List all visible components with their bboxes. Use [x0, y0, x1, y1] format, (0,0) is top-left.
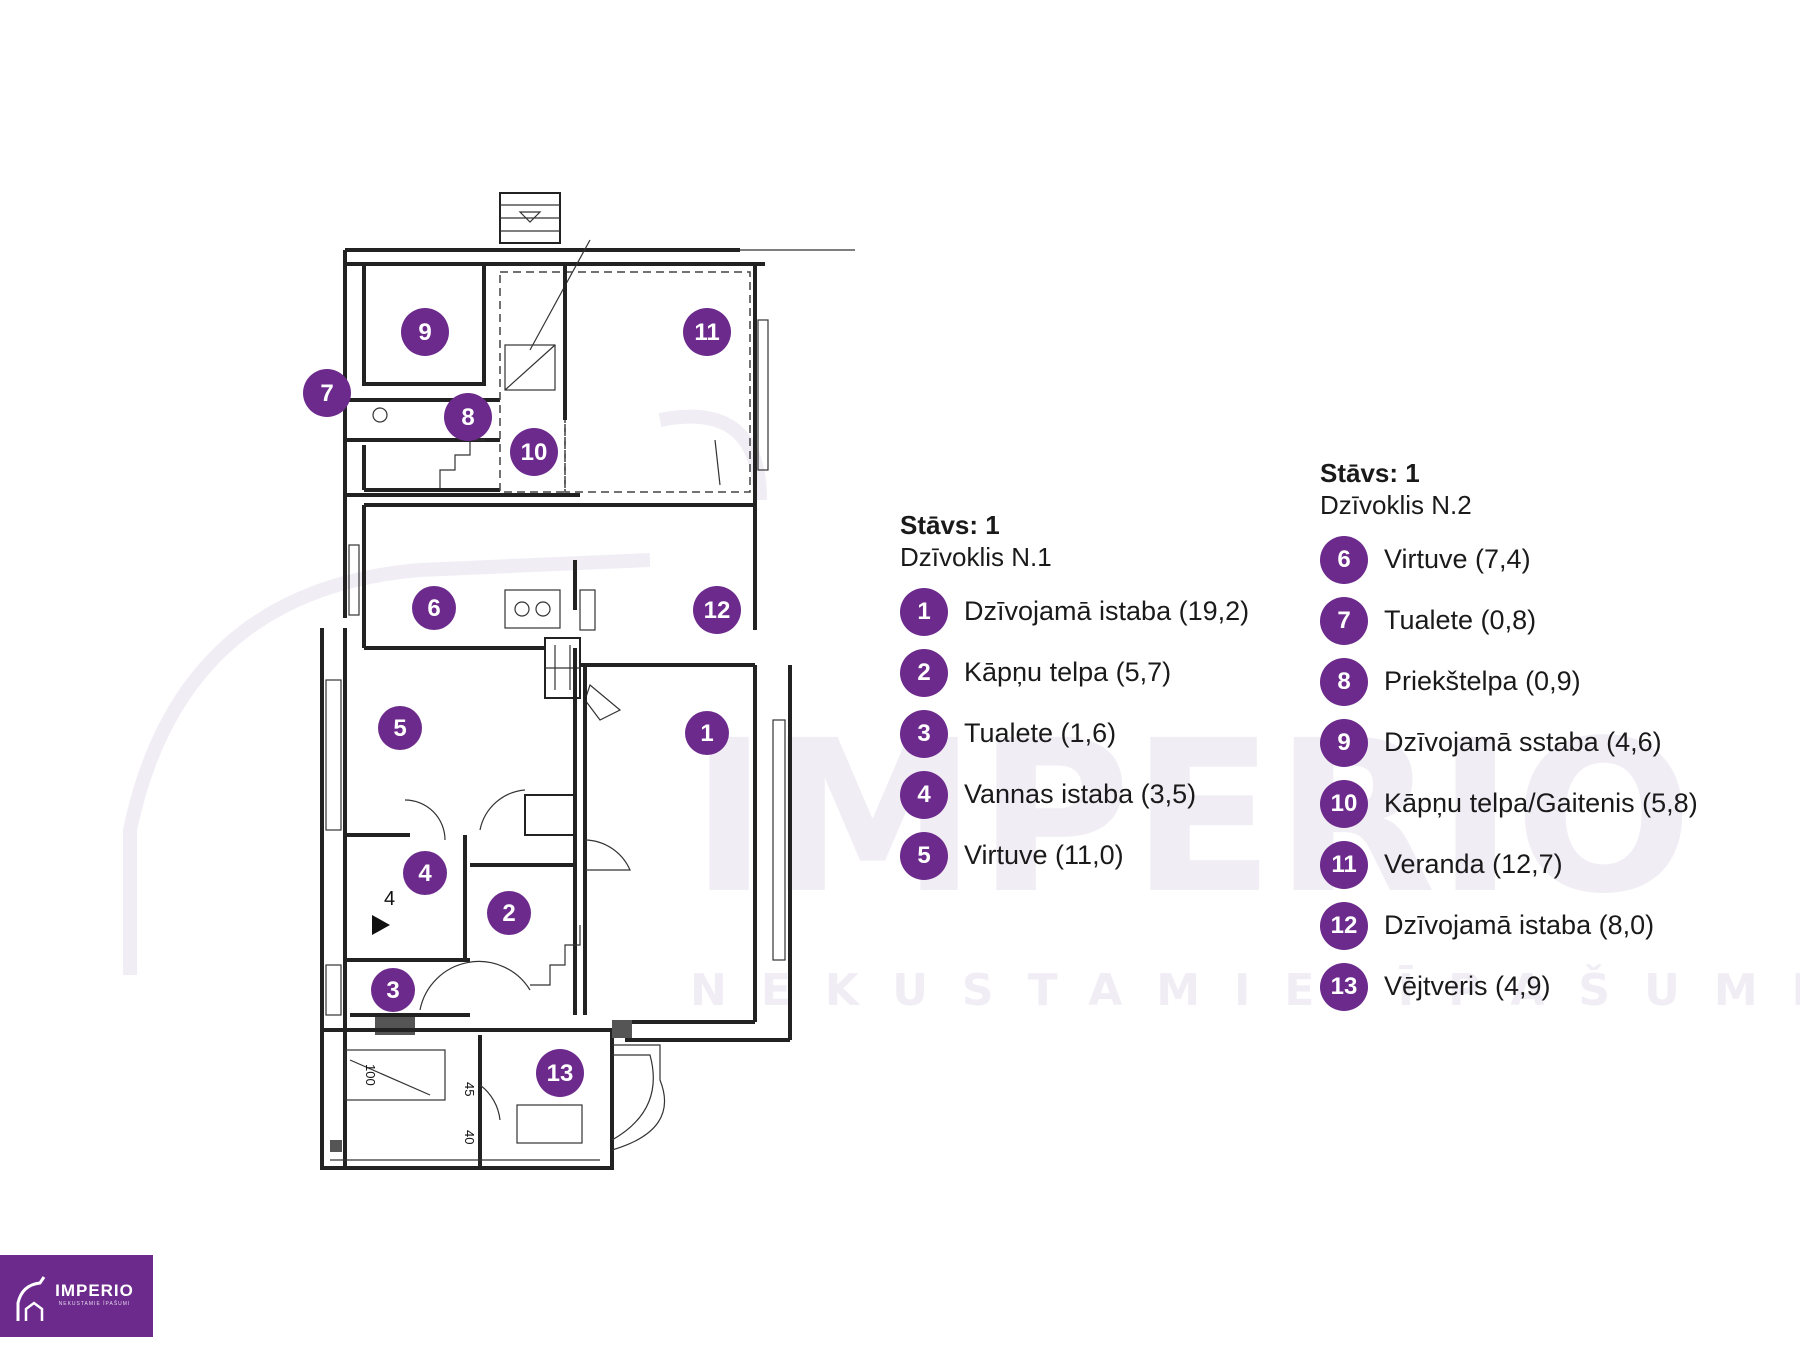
legend-item: 1 Dzīvojamā istaba (19,2) — [900, 581, 1249, 642]
legend-item: 2 Kāpņu telpa (5,7) — [900, 642, 1249, 703]
svg-text:3: 3 — [386, 977, 399, 1004]
svg-text:5: 5 — [393, 715, 406, 742]
legend-label: Dzīvojamā istaba (8,0) — [1384, 910, 1655, 940]
legend-item: 13 Vējtveris (4,9) — [1320, 956, 1698, 1017]
legend-subtitle: Dzīvoklis N.2 — [1320, 490, 1472, 520]
room-marker-2: 2 — [487, 891, 531, 935]
legend-label: Dzīvojamā sstaba (4,6) — [1384, 727, 1662, 757]
svg-text:13: 13 — [547, 1060, 574, 1087]
legend-badge: 7 — [1320, 596, 1368, 645]
legend-badge: 1 — [900, 587, 948, 636]
svg-text:9: 9 — [418, 319, 431, 346]
legend-label: Vējtveris (4,9) — [1384, 971, 1551, 1001]
legend-badge: 3 — [900, 709, 948, 758]
room-marker-3: 3 — [371, 968, 415, 1012]
legend-label: Dzīvojamā istaba (19,2) — [964, 596, 1250, 626]
svg-text:11: 11 — [694, 319, 719, 346]
legend-label: Vannas istaba (3,5) — [964, 779, 1197, 809]
legend-badge: 4 — [900, 770, 948, 819]
svg-text:1: 1 — [700, 720, 713, 747]
house-logo-icon — [16, 1276, 46, 1321]
legend-badge: 12 — [1320, 901, 1368, 950]
room-marker-1: 1 — [685, 711, 729, 755]
room-markers: 1 2 3 4 5 6 7 8 9 10 11 12 13 — [303, 308, 741, 1097]
svg-text:7: 7 — [320, 380, 333, 407]
arrow-label: 4 — [384, 888, 395, 910]
svg-text:10: 10 — [521, 439, 548, 466]
legend-item: 6 Virtuve (7,4) — [1320, 529, 1698, 590]
logo-subtext: NEKUSTAMIE ĪPAŠUMI — [58, 1301, 131, 1307]
legend-list: 6 Virtuve (7,4) 7 Tualete (0,8) 8 Priekštel… — [1320, 529, 1698, 1017]
legend-item: 11 Veranda (12,7) — [1320, 834, 1698, 895]
legend-label: Virtuve (7,4) — [1384, 544, 1531, 574]
legend-label: Tualete (0,8) — [1384, 605, 1537, 635]
room-marker-12: 12 — [693, 586, 741, 634]
legend-list: 1 Dzīvojamā istaba (19,2) 2 Kāpņu telpa (5… — [900, 581, 1249, 886]
logo-text: IMPERIO — [55, 1281, 134, 1300]
legend-item: 7 Tualete (0,8) — [1320, 590, 1698, 651]
legend-label: Priekštelpa (0,9) — [1384, 666, 1581, 696]
legend-label: Kāpņu telpa/Gaitenis (5,8) — [1384, 788, 1698, 818]
svg-text:12: 12 — [704, 597, 731, 624]
watermark-brand: IMPERIO — [690, 695, 1693, 940]
legend-subtitle: Dzīvoklis N.1 — [900, 542, 1052, 572]
room-marker-8: 8 — [444, 393, 492, 441]
legend-item: 8 Priekštelpa (0,9) — [1320, 651, 1698, 712]
legend-apartment-1: Stāvs: 1 Dzīvoklis N.1 1 Dzīvojamā istaba… — [900, 509, 1249, 886]
room-marker-7: 7 — [303, 369, 351, 417]
legend-badge: 9 — [1320, 718, 1368, 767]
watermark: IMPERIO NEKUSTAMIE ĪPAŠUMI — [123, 409, 1800, 1016]
legend-heading: Stāvs: 1 — [1320, 458, 1420, 488]
legend-badge: 5 — [900, 831, 948, 880]
svg-text:2: 2 — [502, 900, 515, 927]
room-marker-5: 5 — [378, 706, 422, 750]
watermark-arc — [658, 409, 767, 501]
room-marker-11: 11 — [683, 308, 731, 356]
legend-label: Tualete (1,6) — [964, 718, 1117, 748]
svg-text:4: 4 — [418, 860, 432, 887]
room-marker-4: 4 — [403, 851, 447, 895]
legend-item: 3 Tualete (1,6) — [900, 703, 1249, 764]
watermark-house-icon — [123, 553, 651, 975]
room-marker-9: 9 — [401, 308, 449, 356]
dimension-100: 100 — [363, 1064, 378, 1086]
imperio-logo: IMPERIO NEKUSTAMIE ĪPAŠUMI — [0, 1255, 153, 1337]
chimney — [499, 192, 561, 244]
svg-text:8: 8 — [461, 404, 474, 431]
legend-label: Veranda (12,7) — [1384, 849, 1563, 879]
room-marker-13: 13 — [536, 1049, 584, 1097]
legend-item: 10 Kāpņu telpa/Gaitenis (5,8) — [1320, 773, 1698, 834]
legend-item: 9 Dzīvojamā sstaba (4,6) — [1320, 712, 1698, 773]
room-marker-6: 6 — [412, 586, 456, 630]
legend-badge: 2 — [900, 648, 948, 697]
legend-heading: Stāvs: 1 — [900, 510, 1000, 540]
legend-badge: 11 — [1320, 840, 1368, 889]
legend-badge: 10 — [1320, 779, 1368, 828]
dimension-40: 40 — [462, 1130, 477, 1144]
watermark-tagline: NEKUSTAMIE ĪPAŠUMI — [690, 963, 1800, 1016]
legend-label: Kāpņu telpa (5,7) — [964, 657, 1172, 687]
svg-text:6: 6 — [427, 595, 440, 622]
legend-item: 4 Vannas istaba (3,5) — [900, 764, 1249, 825]
legend-label: Virtuve (11,0) — [964, 840, 1124, 870]
legend-badge: 13 — [1320, 962, 1368, 1011]
legend-badge: 6 — [1320, 535, 1368, 584]
legend-badge: 8 — [1320, 657, 1368, 706]
legend-item: 12 Dzīvojamā istaba (8,0) — [1320, 895, 1698, 956]
dimension-45: 45 — [462, 1082, 477, 1096]
legend-item: 5 Virtuve (11,0) — [900, 825, 1249, 886]
room-marker-10: 10 — [510, 428, 558, 476]
